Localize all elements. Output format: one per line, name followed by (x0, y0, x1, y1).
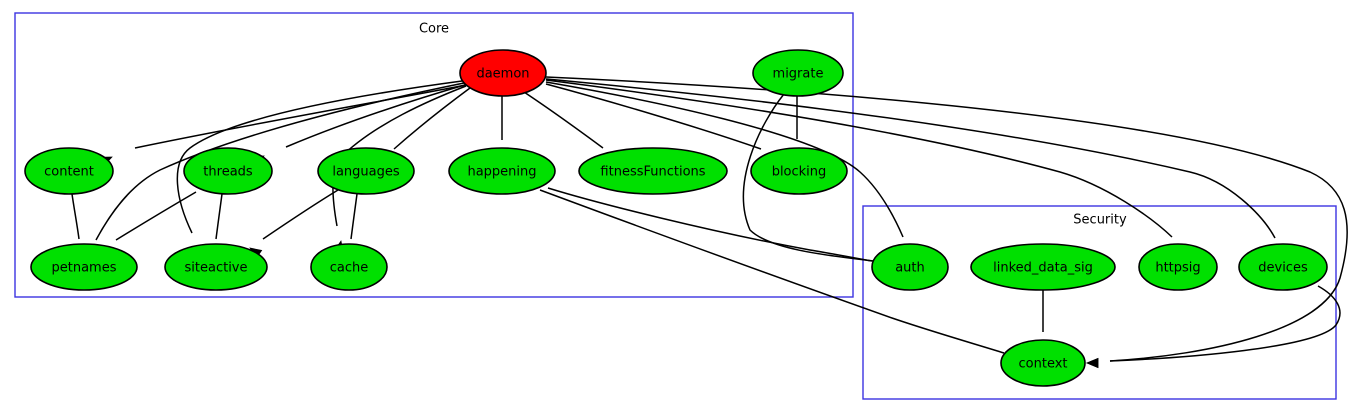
node-auth[interactable]: auth (871, 243, 949, 291)
edge-path (71, 193, 80, 240)
node-petnames[interactable]: petnames (30, 243, 138, 291)
edge-daemon-to-context (545, 76, 1348, 369)
edge-path (285, 83, 469, 148)
edge-path (545, 81, 904, 238)
edge-path (1109, 285, 1341, 362)
node-daemon[interactable]: daemon (459, 49, 547, 97)
cluster-security: Security (862, 205, 1337, 400)
node-shape-daemon[interactable] (459, 49, 547, 97)
node-shape-context[interactable] (1000, 339, 1086, 387)
node-label-happening: happening (467, 165, 536, 180)
node-label-daemon: daemon (476, 67, 529, 82)
node-label-context: context (1019, 357, 1068, 372)
node-fitnessFunctions[interactable]: fitnessFunctions (578, 147, 728, 195)
edge-happening-to-auth (547, 187, 902, 267)
node-httpsig[interactable]: httpsig (1138, 243, 1218, 291)
cluster-border-security (862, 205, 1337, 400)
node-happening[interactable]: happening (448, 147, 556, 195)
edge-path (545, 78, 1276, 239)
edge-path (742, 93, 875, 262)
node-blocking[interactable]: blocking (750, 147, 848, 195)
node-label-httpsig: httpsig (1155, 261, 1200, 276)
node-label-content: content (44, 165, 94, 180)
edge-happening-to-context (539, 189, 1031, 358)
edge-path (545, 83, 762, 150)
node-label-blocking: blocking (772, 165, 827, 180)
node-shape-fitnessFunctions[interactable] (578, 147, 728, 195)
edge-path (115, 191, 197, 241)
node-devices[interactable]: devices (1238, 243, 1328, 291)
edge-path (539, 189, 1005, 354)
node-linked_data_sig[interactable]: linked_data_sig (970, 243, 1116, 291)
node-siteactive[interactable]: siteactive (164, 243, 268, 291)
node-cache[interactable]: cache (310, 243, 388, 291)
edge-path (350, 193, 358, 240)
node-label-linked_data_sig: linked_data_sig (993, 261, 1093, 276)
node-label-languages: languages (332, 165, 400, 180)
node-label-threads: threads (203, 165, 253, 180)
node-shape-blocking[interactable] (750, 147, 848, 195)
nodes-layer: daemon migrate content threads languages happ… (24, 49, 1328, 387)
cluster-label-security: Security (1073, 213, 1127, 228)
cluster-border-core (14, 12, 854, 298)
edge-languages-to-siteactive (249, 189, 339, 259)
cluster-label-core: Core (419, 22, 449, 37)
edge-arrowhead (1086, 357, 1099, 369)
node-shape-petnames[interactable] (30, 243, 138, 291)
node-shape-linked_data_sig[interactable] (970, 243, 1116, 291)
node-label-devices: devices (1258, 261, 1308, 276)
edge-path (262, 189, 339, 240)
edge-path (545, 79, 1173, 238)
node-shape-siteactive[interactable] (164, 243, 268, 291)
node-label-petnames: petnames (52, 261, 117, 276)
edge-path (393, 87, 471, 150)
node-context[interactable]: context (1000, 339, 1086, 387)
node-label-siteactive: siteactive (185, 261, 248, 276)
edge-daemon-to-content (99, 84, 467, 167)
node-shape-cache[interactable] (310, 243, 388, 291)
node-migrate[interactable]: migrate (752, 49, 844, 97)
node-languages[interactable]: languages (317, 147, 415, 195)
node-content[interactable]: content (24, 147, 114, 195)
edge-path (523, 91, 604, 149)
edge-path (215, 193, 223, 240)
node-label-auth: auth (895, 261, 925, 276)
edge-path (176, 80, 463, 234)
edges-layer (71, 76, 1348, 369)
node-label-migrate: migrate (773, 67, 824, 82)
node-shape-happening[interactable] (448, 147, 556, 195)
node-shape-threads[interactable] (183, 147, 273, 195)
node-label-fitnessFunctions: fitnessFunctions (600, 165, 705, 180)
edge-path (134, 84, 467, 149)
node-shape-devices[interactable] (1238, 243, 1328, 291)
node-threads[interactable]: threads (183, 147, 273, 195)
node-label-cache: cache (330, 261, 369, 276)
node-shape-httpsig[interactable] (1138, 243, 1218, 291)
edge-devices-to-context (1086, 285, 1341, 369)
cluster-core: Core (14, 12, 854, 298)
node-shape-content[interactable] (24, 147, 114, 195)
node-shape-auth[interactable] (871, 243, 949, 291)
edge-path (547, 187, 873, 262)
node-shape-languages[interactable] (317, 147, 415, 195)
node-shape-migrate[interactable] (752, 49, 844, 97)
